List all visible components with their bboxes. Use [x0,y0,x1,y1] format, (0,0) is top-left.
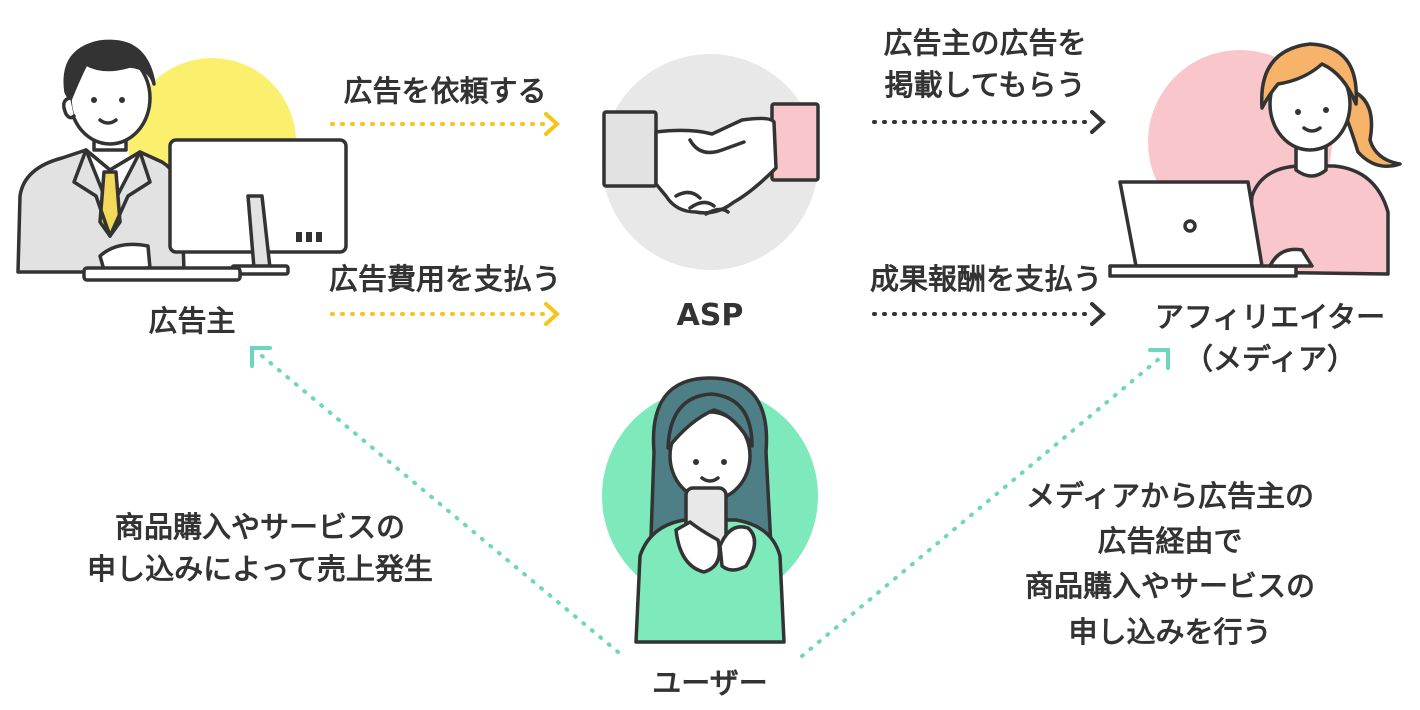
user-action-label-line4: 申し込みを行う [1068,614,1272,649]
arrow-pay-ad-cost [330,302,560,326]
affiliate-label-line1: アフィリエイター [1154,300,1386,334]
affiliate-label: アフィリエイター （メディア） [1130,296,1410,380]
arrow-pay-reward [872,302,1106,326]
sales-label: 商品購入やサービスの 申し込みによって売上発生 [60,506,460,590]
sales-label-line1: 商品購入やサービスの [114,510,405,544]
user-illustration [634,376,786,644]
user-action-label-line2: 広告経由で [1097,524,1243,559]
user-action-label-line1: メディアから広告主の [1026,479,1314,513]
affiliate-label-line2: （メディア） [1184,342,1356,377]
advertiser-illustration [16,39,348,282]
user-action-label: メディアから広告主の 広告経由で 商品購入やサービスの 申し込みを行う [1010,474,1330,655]
user-label: ユーザー [652,666,768,700]
post-ad-label-line2: 掲載してもらう [884,68,1086,103]
post-ad-label: 広告主の広告を 掲載してもらう [860,22,1110,106]
post-ad-label-line1: 広告主の広告を [883,26,1087,60]
advertiser-label: 広告主 [148,304,236,338]
asp-label: ASP [676,298,744,333]
user-action-label-line3: 商品購入やサービスの [1024,569,1315,604]
handshake-icon [602,102,820,216]
arrow-sales-to-advertiser [250,346,620,654]
arrow-user-to-affiliate [800,348,1170,658]
affiliate-illustration [1108,42,1402,278]
request-ad-label: 広告を依頼する [343,74,547,108]
pay-reward-label: 成果報酬を支払う [869,262,1102,296]
arrow-post-ad [872,110,1106,134]
arrow-request-ad [330,112,560,136]
pay-ad-cost-label: 広告費用を支払う [328,262,561,296]
sales-label-line2: 申し込みによって売上発生 [87,552,433,587]
